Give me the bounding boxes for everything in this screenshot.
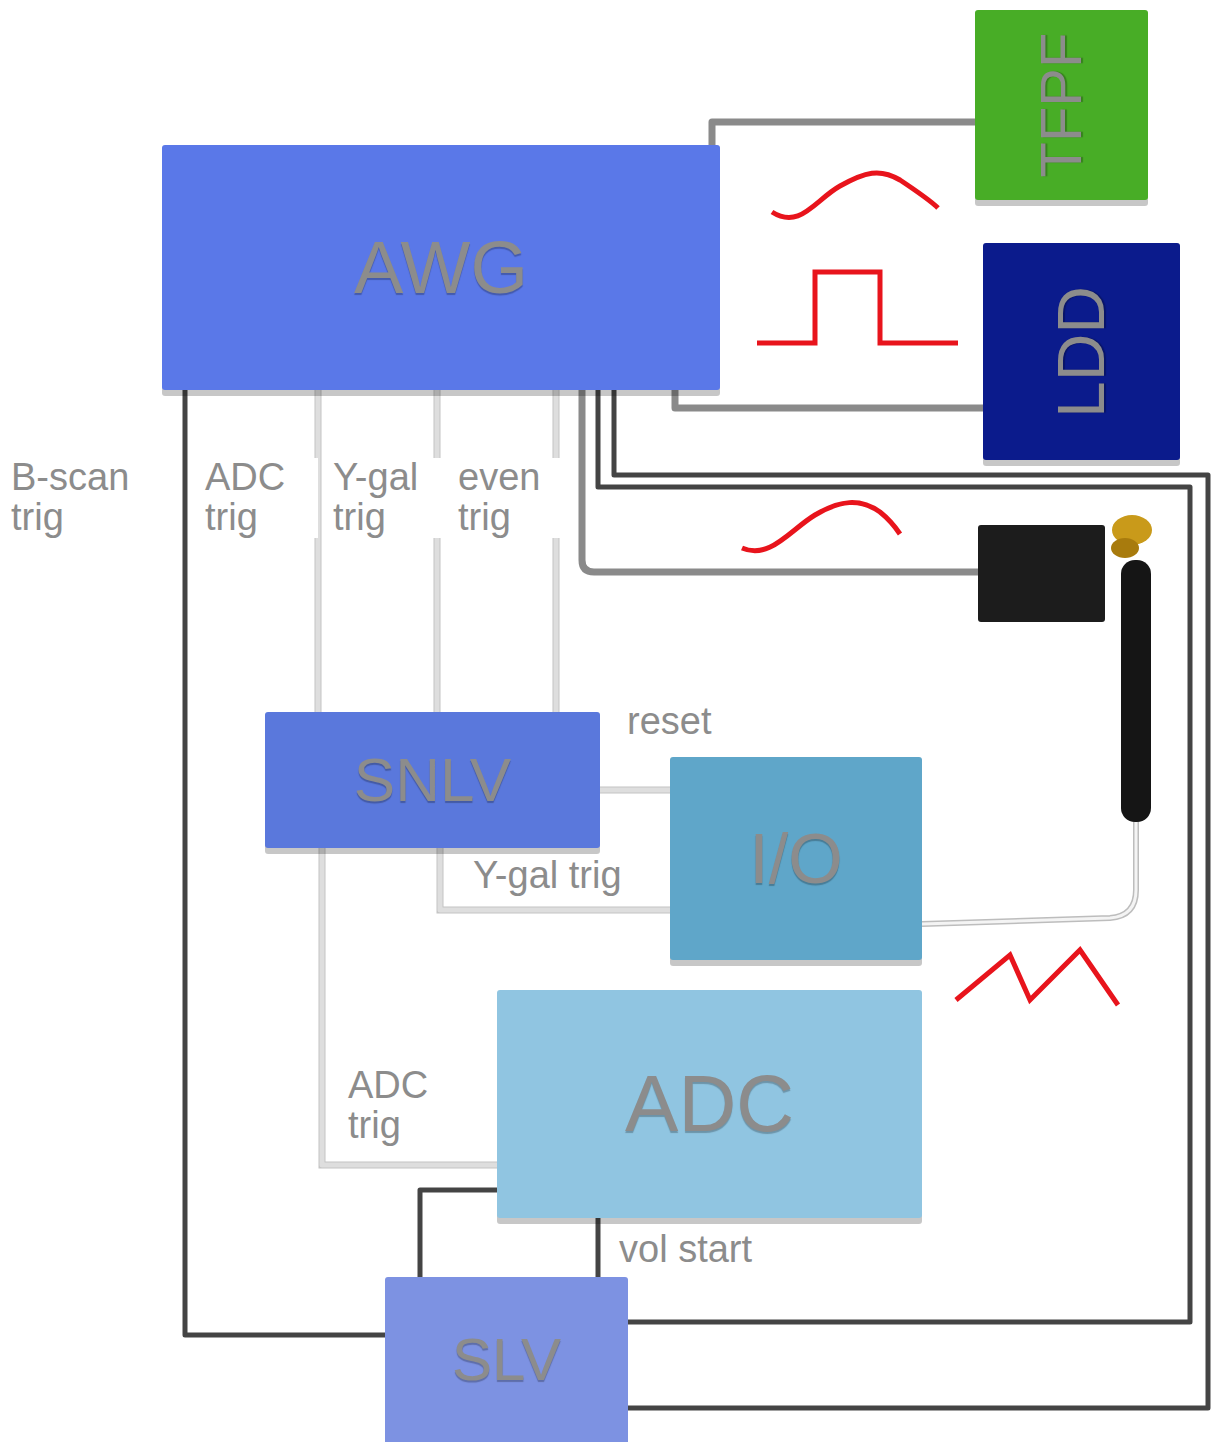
signal-name: even trig — [455, 458, 571, 538]
sine-wave — [742, 503, 900, 551]
signal-name: ADC trig — [345, 1066, 461, 1146]
logic-box: SLV — [385, 1277, 628, 1442]
galvo-wire — [582, 390, 980, 572]
signal-wire — [435, 390, 440, 712]
square-pulse — [757, 272, 958, 343]
filter-box: TFPF — [975, 10, 1148, 200]
signal-name: B-scan trig — [8, 458, 144, 538]
io-box: I/O — [670, 757, 922, 960]
wire-outline — [434, 390, 441, 712]
box-title: LDD — [1048, 285, 1114, 417]
sawtooth-wave — [956, 950, 1118, 1005]
box-title: I/O — [749, 824, 842, 894]
signal-name: Y-gal trig — [470, 856, 625, 896]
wire-outline — [440, 848, 670, 910]
galvo-mirror-mount — [1111, 538, 1139, 558]
signal-wire — [420, 1190, 497, 1277]
driver-box: LDD — [983, 243, 1180, 460]
signal-wire — [675, 390, 983, 408]
galvo-signal-wire-core — [922, 820, 1136, 924]
signal-name: Y-gal trig — [330, 458, 446, 538]
wire-outline — [553, 390, 560, 712]
galvo-signal-wire — [922, 820, 1136, 924]
signal-name: ADC trig — [202, 458, 318, 538]
signal-wire — [316, 390, 321, 712]
wire-outline — [600, 787, 670, 794]
box-title: AWG — [354, 231, 528, 305]
box-title: ADC — [625, 1064, 794, 1144]
signal-wire — [596, 1218, 601, 1277]
box-title: SNLV — [354, 749, 511, 811]
signal-name: vol start — [616, 1230, 755, 1270]
galvo-cable — [1121, 560, 1151, 822]
signal-wire — [712, 122, 975, 145]
signal-wire — [554, 390, 559, 712]
logic-box: SNLV — [265, 712, 600, 848]
box-title: TFPF — [1032, 33, 1090, 178]
box-title: SLV — [452, 1330, 561, 1390]
generator-box: AWG — [162, 145, 720, 390]
wire-outline — [315, 390, 322, 712]
galvo-driver — [978, 525, 1105, 622]
signal-wire — [614, 390, 1208, 1408]
digitizer-box: ADC — [497, 990, 922, 1218]
signal-wire — [600, 788, 670, 793]
sine-wave — [772, 173, 938, 218]
signal-name: reset — [624, 702, 714, 742]
signal-wire — [440, 848, 670, 910]
